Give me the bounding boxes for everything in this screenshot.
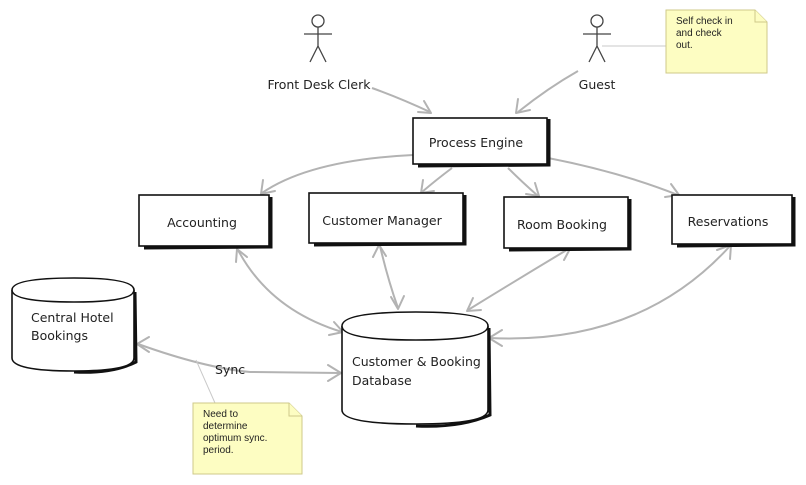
sync-note-connector (195, 359, 216, 404)
arrow-engine-to-room-booking (507, 167, 540, 197)
database-label-line1: Central Hotel (31, 310, 114, 325)
component-accounting[interactable]: Accounting (138, 194, 273, 250)
stick-figure-icon (304, 14, 332, 63)
actor-guest: Guest (579, 14, 616, 92)
actor-label: Guest (579, 77, 616, 92)
component-customer-manager[interactable]: Customer Manager (308, 192, 467, 247)
database-customer-booking[interactable]: Customer & Booking Database (341, 311, 492, 428)
arrow-accounting-database (235, 248, 344, 336)
actor-front-desk-clerk: Front Desk Clerk (268, 14, 372, 92)
database-label-line2: Database (352, 373, 412, 388)
connectors (136, 70, 732, 382)
database-label-line2: Bookings (31, 328, 88, 343)
actor-label: Front Desk Clerk (268, 77, 372, 92)
arrow-clerk-to-engine (371, 87, 432, 114)
arrow-engine-to-accounting (260, 154, 414, 195)
arrow-guest-to-engine (515, 70, 579, 114)
arrow-engine-to-customer-manager (420, 167, 453, 194)
sync-label: Sync (215, 362, 245, 377)
note-sync-period (192, 402, 303, 475)
component-process-engine[interactable]: Process Engine (412, 117, 551, 168)
component-label: Room Booking (517, 217, 607, 232)
component-label: Customer Manager (322, 213, 442, 228)
note-guest-self-check (665, 9, 768, 74)
arrow-room-booking-database (466, 246, 572, 312)
component-room-booking[interactable]: Room Booking (503, 196, 632, 252)
component-reservations[interactable]: Reservations (671, 194, 796, 248)
note-text-guest: Self check in and check out. (676, 16, 733, 51)
note-text-sync: Need to determine optimum sync. period. (203, 409, 268, 456)
component-label: Reservations (688, 214, 769, 229)
arrow-customer-manager-database (372, 244, 405, 310)
stick-figure-icon (583, 14, 611, 63)
component-label: Process Engine (429, 135, 524, 150)
component-label: Accounting (167, 215, 237, 230)
database-central-hotel-bookings[interactable]: Central Hotel Bookings (11, 277, 138, 374)
arrow-reservations-database (488, 244, 732, 347)
database-label-line1: Customer & Booking (352, 354, 481, 369)
arrow-engine-to-reservations (547, 157, 680, 198)
